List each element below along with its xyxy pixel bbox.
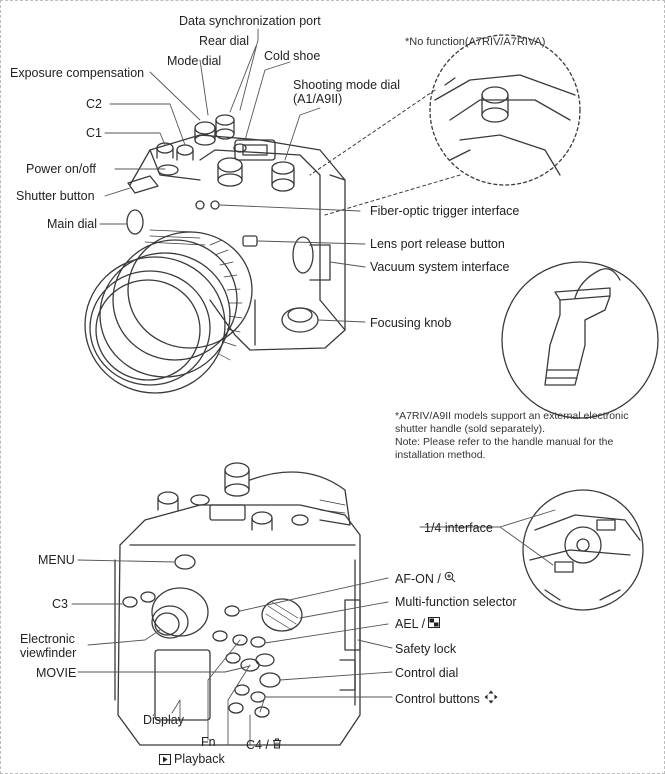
zoom-in-icon [444,571,456,586]
quarter-interface-zoom-circle [522,489,644,611]
label-c2: C2 [86,97,102,111]
label-display: Display [143,713,184,727]
label-af-on: AF-ON / [395,571,441,586]
handle-note-line-1: *A7RIV/A9II models support an external e… [395,410,629,422]
label-data-sync-port: Data synchronization port [179,14,321,28]
label-lens-port-release: Lens port release button [370,237,505,251]
label-c4-group: C4 / [246,738,282,752]
label-control-buttons: Control buttons [395,691,480,706]
grid-icon [428,617,441,631]
label-c3: C3 [52,597,68,611]
label-focusing-knob: Focusing knob [370,316,452,330]
label-playback-group: Playback [159,752,225,766]
label-c4: C4 / [246,738,269,752]
bottom-housing-drawing [114,462,361,746]
label-rear-dial: Rear dial [199,34,250,48]
play-icon [159,753,171,765]
label-evf-2: viewfinder [20,646,77,660]
handle-note-line-3: Note: Please refer to the handle manual … [395,436,614,448]
label-fn: Fn [201,735,216,749]
label-safety-lock: Safety lock [395,642,457,656]
label-quarter-interface: 1/4 interface [424,521,493,535]
label-movie: MOVIE [36,666,77,680]
handle-zoom-circle [501,261,659,419]
label-playback: Playback [174,752,225,766]
label-ael: AEL / [395,617,426,631]
label-fiber-optic: Fiber-optic trigger interface [370,204,520,218]
no-function-zoom-circle [429,34,581,186]
label-shutter-button: Shutter button [16,189,95,203]
handle-note-line-2: shutter handle (sold separately). [395,423,545,435]
lens-ridges [209,239,243,361]
label-c1: C1 [86,126,102,140]
trash-icon [272,738,282,752]
four-way-arrow-icon [484,690,498,707]
label-control-buttons-group: Control buttons [395,690,498,707]
top-housing-drawing [84,114,346,394]
label-shooting-mode-models: (A1/A9II) [293,92,343,106]
label-multi-function-selector: Multi-function selector [395,595,517,609]
label-menu: MENU [38,553,75,567]
handle-note-line-4: installation method. [395,449,486,461]
label-vacuum-interface: Vacuum system interface [370,260,510,274]
label-shooting-mode-dial: Shooting mode dial [293,78,401,92]
label-cold-shoe: Cold shoe [264,49,321,63]
label-control-dial: Control dial [395,666,459,680]
label-mode-dial: Mode dial [167,54,222,68]
label-af-on-group: AF-ON / [395,571,456,586]
label-exposure-compensation: Exposure compensation [10,66,145,80]
label-ael-group: AEL / [395,617,441,631]
label-evf-1: Electronic [20,632,75,646]
label-power: Power on/off [26,162,96,176]
leader-lines [71,28,556,746]
label-main-dial: Main dial [47,217,98,231]
no-function-note: *No function(A7RIV/A7RIVA) [405,36,546,48]
